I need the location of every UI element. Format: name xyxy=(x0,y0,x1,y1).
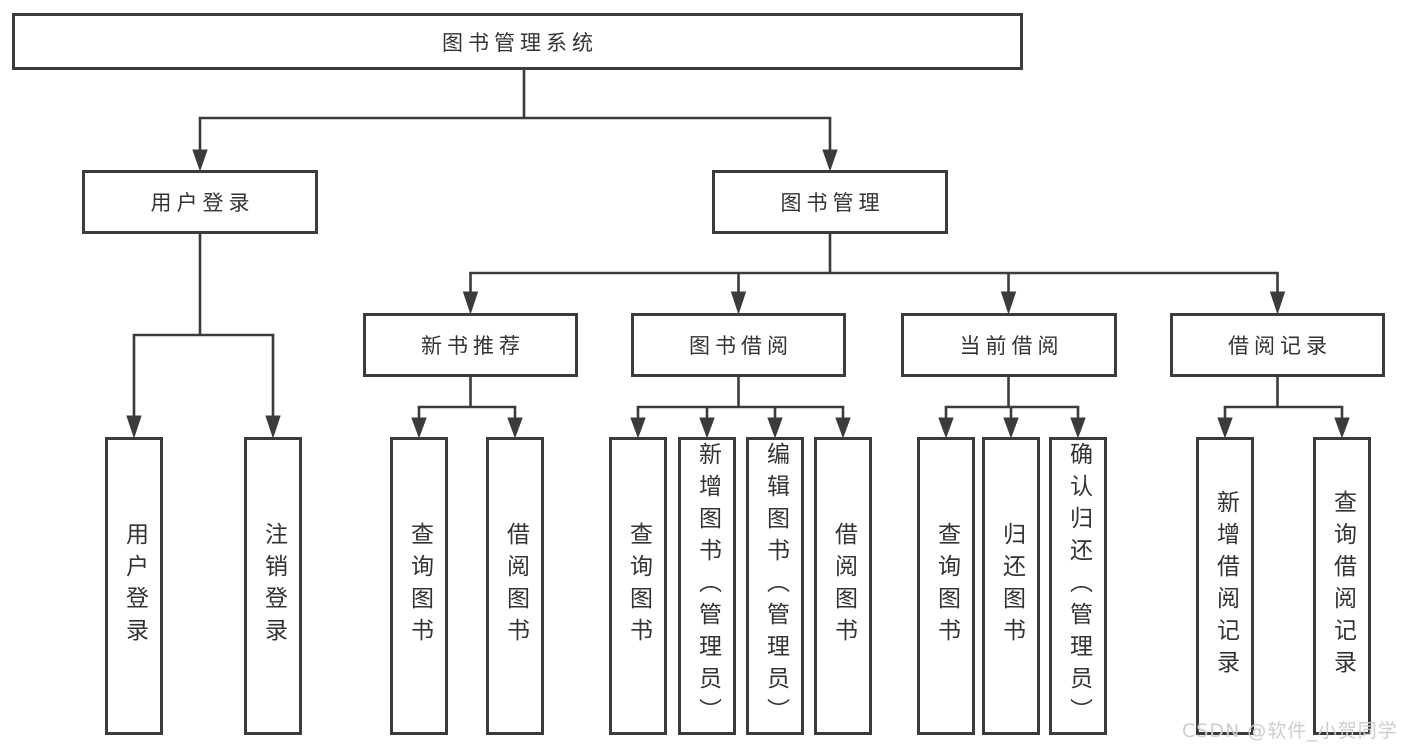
arrow-down-icon xyxy=(192,149,208,172)
arrow-down-icon xyxy=(1003,417,1019,439)
arrow-down-icon xyxy=(835,417,851,439)
leaf-borrowing-borrow-books: 借阅图书 xyxy=(814,437,872,735)
node-book-borrowing: 图书借阅 xyxy=(631,313,846,377)
leaf-current-confirm-return-admin: 确认归还（管理员） xyxy=(1049,437,1107,735)
arrow-down-icon xyxy=(265,415,281,439)
connector-book-management-branch xyxy=(462,234,1286,315)
leaf-borrowing-edit-books-admin: 编辑图书（管理员） xyxy=(746,437,804,735)
arrow-down-icon xyxy=(730,291,747,315)
arrow-down-icon xyxy=(462,291,479,315)
leaf-records-add-borrow-record: 新增借阅记录 xyxy=(1196,437,1254,735)
arrow-down-icon xyxy=(1217,417,1233,439)
leaf-recommend-query-books: 查询图书 xyxy=(390,437,448,735)
leaf-current-query-books: 查询图书 xyxy=(917,437,975,735)
node-borrow-records: 借阅记录 xyxy=(1170,313,1385,377)
leaf-records-query-borrow-record: 查询借阅记录 xyxy=(1313,437,1371,735)
arrow-down-icon xyxy=(1334,417,1350,439)
leaf-user-login: 用户登录 xyxy=(105,437,163,735)
leaf-recommend-borrow-books: 借阅图书 xyxy=(486,437,544,735)
leaf-current-return-books: 归还图书 xyxy=(982,437,1040,735)
arrow-down-icon xyxy=(411,417,427,439)
node-user-login-branch: 用户登录 xyxy=(82,170,318,234)
arrow-down-icon xyxy=(699,417,715,439)
connector-root-to-level2 xyxy=(192,69,838,172)
arrow-down-icon xyxy=(630,417,646,439)
arrow-down-icon xyxy=(1269,291,1286,315)
node-current-borrowing: 当前借阅 xyxy=(901,313,1117,377)
connector-current-borrowing-branch xyxy=(938,377,1086,439)
connector-new-book-recommend-branch xyxy=(411,377,523,439)
arrow-down-icon xyxy=(1000,291,1017,315)
leaf-borrowing-query-books: 查询图书 xyxy=(609,437,667,735)
arrow-down-icon xyxy=(822,149,838,172)
connector-borrow-records-branch xyxy=(1217,377,1350,439)
node-new-book-recommend: 新书推荐 xyxy=(363,313,578,377)
arrow-down-icon xyxy=(938,417,954,439)
arrow-down-icon xyxy=(126,415,142,439)
connector-book-borrowing-branch xyxy=(630,377,851,439)
arrow-down-icon xyxy=(767,417,783,439)
watermark-text: CSDN @软件_小贺同学 xyxy=(1182,720,1398,742)
node-book-management-system: 图书管理系统 xyxy=(12,13,1023,70)
leaf-logout: 注销登录 xyxy=(244,437,302,735)
node-book-management-branch: 图书管理 xyxy=(712,170,948,234)
connector-user-login-branch xyxy=(126,234,281,439)
arrow-down-icon xyxy=(1070,417,1086,439)
arrow-down-icon xyxy=(507,417,523,439)
leaf-borrowing-add-books-admin: 新增图书（管理员） xyxy=(678,437,736,735)
